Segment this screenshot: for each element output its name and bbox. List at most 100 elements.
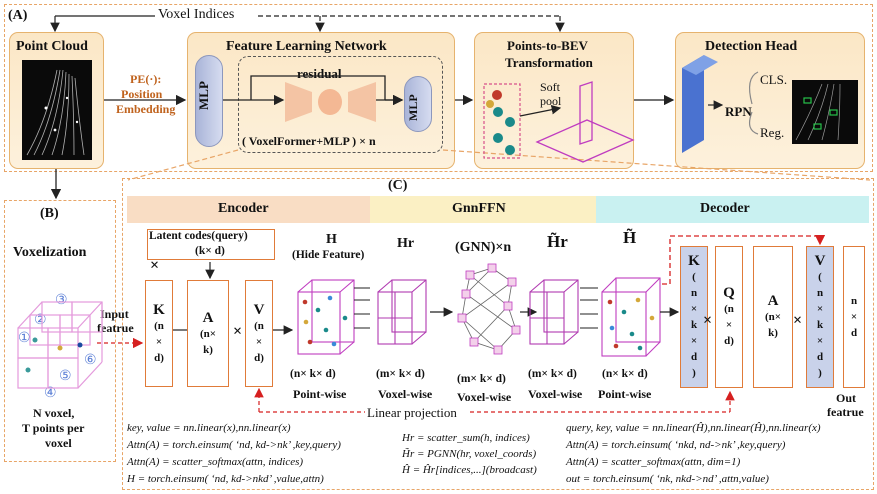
decoder-out-part-0: n (850, 295, 858, 307)
section-b-label: (B) (40, 206, 59, 221)
voxel-num-3: ③ (55, 293, 68, 308)
wise-label-5: Point-wise (598, 387, 652, 401)
decoder-value-part-6: d (816, 351, 824, 363)
voxel-num-2: ② (34, 313, 47, 328)
encoder-value-dim3: d) (254, 351, 264, 364)
dim-label-5: (n× k× d) (602, 368, 648, 380)
encoder-key-dim3: d) (154, 351, 164, 364)
decoder-value-matrix: V ( n × k × d ) (806, 246, 834, 388)
hr-tilde-cube (529, 279, 598, 345)
latent-codes-box (147, 229, 275, 260)
decoder-out-part-1: × (850, 311, 858, 323)
voxel-num-5: ⑤ (59, 369, 72, 384)
encoder-key-dim1: (n (154, 319, 164, 332)
dim-label-3: (m× k× d) (457, 373, 506, 385)
decoder-out-part-2: d (850, 327, 858, 339)
decoder-value-part-2: n (816, 287, 824, 299)
points-to-bev-stage (474, 32, 634, 169)
times-sign-dec1: × (703, 312, 713, 329)
decoder-key-part-4: k (690, 319, 698, 331)
dim-label-1: (n× k× d) (290, 368, 336, 380)
gnnffn-label: GnnFFN (452, 201, 506, 216)
wise-label-1: Point-wise (293, 387, 347, 401)
mlp-right-block (404, 76, 432, 132)
decoder-key-part-5: × (690, 335, 698, 347)
voxelformer-label: ( VoxelFormer+MLP ) × n (242, 134, 376, 148)
encoder-attn-dim2: k) (203, 343, 213, 356)
voxelization-caption-line1: N voxel, (33, 406, 75, 420)
input-arrow (97, 262, 294, 349)
h-subtitle: (Hide Feature) (292, 249, 365, 261)
voxelformer-shape (285, 82, 376, 122)
decoder-key-part-2: n (690, 287, 698, 299)
decoder-out-matrix: n × d (843, 246, 865, 388)
encoder-label: Encoder (218, 201, 269, 216)
encoder-key-matrix: K (n × d) (145, 280, 173, 387)
hr-tilde-title: H̃r (547, 232, 568, 251)
input-feature-line2: featrue (97, 321, 134, 335)
zoom-lines (127, 149, 871, 181)
decoder-label: Decoder (700, 201, 750, 216)
voxel-num-1: ① (18, 331, 31, 346)
encoder-band (127, 196, 370, 223)
decoder-value-part-5: × (816, 335, 824, 347)
decoder-attn-part-2: k) (768, 327, 778, 339)
rpn-label: RPN (725, 104, 752, 119)
pipeline-arrows (50, 75, 675, 200)
linear-projection-bracket (254, 387, 735, 413)
gnn-nodes (457, 263, 521, 355)
section-a-label: (A) (8, 8, 28, 23)
times-sign-enc: × (233, 323, 243, 340)
decoder-attn-part-1: (n× (764, 311, 782, 323)
decoder-key-part-0: K (688, 253, 700, 269)
decoder-query-matrix: Q (n × d) (715, 246, 743, 388)
cls-label: CLS. (760, 72, 788, 87)
decoder-code-3: Attn(A) = scatter_softmax(attn, dim=1) (566, 456, 741, 468)
h-tilde-cube (601, 277, 661, 357)
h-tilde-points (607, 297, 655, 351)
point-cloud-image (22, 60, 92, 160)
encoder-value-dim1: (n (254, 319, 264, 332)
wise-label-4: Voxel-wise (528, 387, 583, 401)
decoder-code-1: query, key, value = nn.linear(Ĥ),nn.line… (566, 422, 821, 434)
latent-codes-line2: (k× d) (195, 245, 225, 257)
decoder-value-part-3: × (816, 303, 824, 315)
feature-learning-title: Feature Learning Network (226, 39, 387, 54)
encoder-attn-matrix: A (n× k) (187, 280, 229, 387)
decoder-value-part-7: ) (818, 367, 822, 379)
gnn-code-1: Hr = scatter_sum(h, indices) (402, 432, 530, 444)
h-title: H (326, 232, 337, 247)
voxel-indices-connector (50, 15, 565, 33)
out-feature-line1: Out (836, 391, 857, 405)
wise-label-3: Voxel-wise (457, 390, 512, 404)
point-cloud-title: Point Cloud (16, 39, 88, 54)
decoder-key-part-3: × (690, 303, 698, 315)
section-c-label: (C) (388, 178, 408, 193)
decoder-value-part-1: ( (818, 271, 822, 283)
h-tilde-title: H̃ (623, 228, 637, 247)
bev-voxel-graphic (483, 81, 635, 163)
decoder-key-part-1: ( (692, 271, 696, 283)
h-feature-points (302, 295, 348, 347)
bev-result-image (792, 80, 858, 144)
decoder-red-path (662, 234, 826, 285)
input-feature-line1: Input (100, 307, 129, 321)
encoder-code-1: key, value = nn.linear(x),nn.linear(x) (127, 422, 291, 434)
decoder-query-part-0: Q (723, 285, 735, 301)
voxel-num-4: ④ (44, 386, 57, 401)
decoder-key-part-7: ) (692, 367, 696, 379)
encoder-key-label: K (153, 301, 165, 318)
encoder-code-2: Attn(A) = torch.einsum( ‘nd, kd->nk’ ,ke… (127, 439, 341, 451)
decoder-query-part-1: (n (724, 303, 734, 315)
pe-label-line2: Position (121, 87, 163, 101)
gnn-code-3: Ĥ = Ĥr[indices,...](broadcast) (402, 464, 537, 476)
decoder-value-part-4: k (816, 319, 824, 331)
voxelization-title: Voxelization (13, 245, 87, 260)
decoder-value-part-0: V (814, 253, 826, 269)
voxelization-points (25, 337, 83, 373)
encoder-attn-dim1: (n× (199, 327, 217, 340)
gnn-title: (GNN)×n (455, 240, 512, 255)
encoder-code-4: H = torch.einsum( ‘nd, kd->nkd’ ,value,a… (127, 473, 324, 485)
decoder-code-2: Attn(A) = torch.einsum( ‘nkd, nd->nk’ ,k… (566, 439, 786, 451)
